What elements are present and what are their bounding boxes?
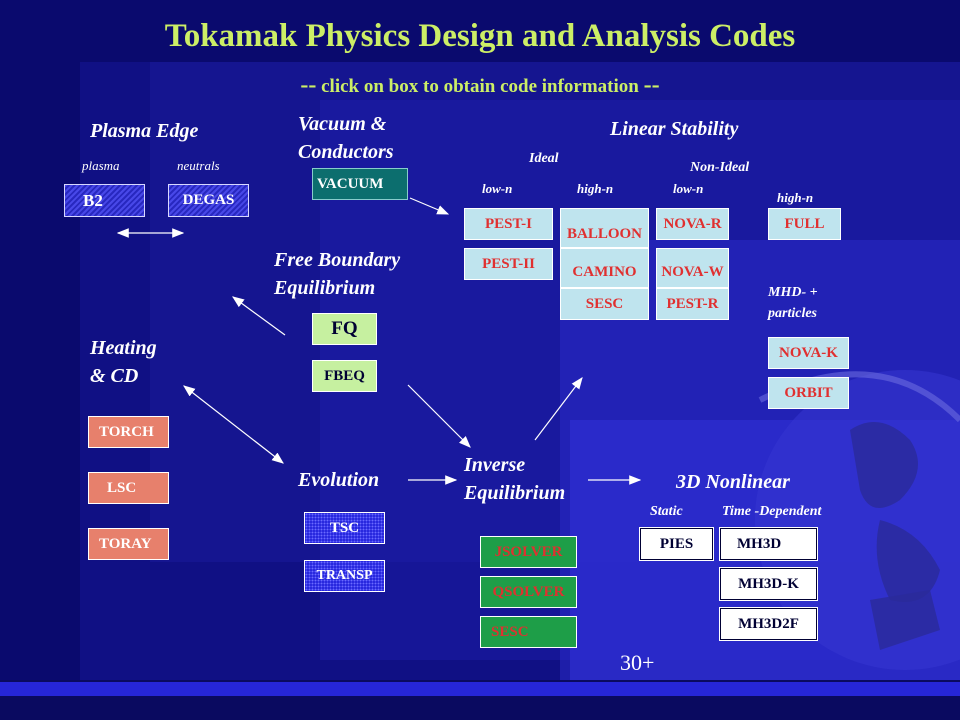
code-box-tsc[interactable]: TSC — [304, 512, 385, 544]
header-linear-stability: Linear Stability — [610, 118, 739, 140]
header-evolution: Evolution — [298, 469, 380, 491]
code-box-sesc-inverse[interactable]: SESC — [480, 616, 577, 648]
subtitle-dash-left: -- — [300, 72, 317, 98]
header-vacuum-line2: Conductors — [298, 141, 394, 163]
header-inverse-line1: Inverse — [464, 454, 526, 476]
code-box-vacuum[interactable]: VACUUM — [312, 168, 408, 200]
code-box-nova-w[interactable]: NOVA-W — [656, 248, 729, 288]
code-box-pest-ii[interactable]: PEST-II — [464, 248, 553, 280]
subheader-nonideal-low-n: low-n — [673, 181, 704, 196]
code-box-jsolver[interactable]: JSOLVER — [480, 536, 577, 568]
subheader-plasma: plasma — [82, 158, 120, 173]
subheader-mhd-particles: MHD- + particles — [768, 282, 818, 324]
header-inverse-equilibrium: Inverse Equilibrium — [464, 451, 565, 507]
code-box-lsc[interactable]: LSC — [88, 472, 169, 504]
subheader-mhd-line2: particles — [768, 306, 817, 321]
arrow-freeboundary-to-inverse — [407, 384, 471, 448]
subtitle-dash-right: -- — [643, 72, 660, 98]
arrow-heating-evolution — [183, 385, 284, 464]
header-plasma-edge: Plasma Edge — [90, 120, 199, 142]
code-box-b2[interactable]: B2 — [64, 184, 145, 217]
arrow-inverse-to-stability — [534, 377, 583, 441]
code-box-fbeq[interactable]: FBEQ — [312, 360, 377, 392]
code-box-degas[interactable]: DEGAS — [168, 184, 249, 217]
code-box-camino[interactable]: CAMINO — [560, 248, 649, 288]
subheader-time-dependent: Time -Dependent — [722, 504, 822, 519]
subheader-non-ideal: Non-Ideal — [690, 160, 750, 175]
code-box-pest-r[interactable]: PEST-R — [656, 288, 729, 320]
header-3d-nonlinear: 3D Nonlinear — [676, 471, 790, 493]
code-box-mh3d-k[interactable]: MH3D-K — [720, 568, 817, 600]
subheader-neutrals: neutrals — [177, 158, 220, 173]
code-box-nova-r[interactable]: NOVA-R — [656, 208, 729, 240]
code-box-mh3d2f[interactable]: MH3D2F — [720, 608, 817, 640]
code-box-nova-k[interactable]: NOVA-K — [768, 337, 849, 369]
slide-title: Tokamak Physics Design and Analysis Code… — [164, 18, 796, 54]
code-box-transp[interactable]: TRANSP — [304, 560, 385, 592]
code-box-pest-i[interactable]: PEST-I — [464, 208, 553, 240]
header-free-boundary: Free Boundary Equilibrium — [274, 246, 400, 302]
slide-subtitle: -- click on box to obtain code informati… — [0, 72, 960, 99]
subheader-static: Static — [650, 504, 683, 519]
header-vacuum-line1: Vacuum & — [298, 113, 387, 135]
arrow-vacuum-to-stability — [409, 197, 450, 215]
header-inverse-line2: Equilibrium — [464, 482, 566, 504]
code-box-qsolver[interactable]: QSOLVER — [480, 576, 577, 608]
code-box-full[interactable]: FULL — [768, 208, 841, 240]
code-box-mh3d[interactable]: MH3D — [720, 528, 817, 560]
header-heating-line1: Heating — [90, 337, 157, 359]
subheader-mhd-line1: MHD- + — [768, 285, 818, 300]
code-box-toray[interactable]: TORAY — [88, 528, 169, 560]
header-free-boundary-line1: Free Boundary — [274, 249, 401, 271]
page-number: 30+ — [620, 650, 655, 675]
code-box-orbit[interactable]: ORBIT — [768, 377, 849, 409]
header-heating-cd: Heating & CD — [90, 334, 157, 390]
subheader-ideal-high-n: high-n — [577, 181, 614, 196]
subheader-ideal: Ideal — [529, 151, 559, 166]
subheader-nonideal-high-n: high-n — [777, 190, 814, 205]
header-heating-line2: & CD — [90, 365, 139, 387]
code-box-balloon[interactable]: BALLOON — [560, 208, 649, 248]
code-box-sesc-stability[interactable]: SESC — [560, 288, 649, 320]
arrow-freeboundary-to-edge — [232, 296, 286, 336]
code-box-pies[interactable]: PIES — [640, 528, 713, 560]
subheader-ideal-low-n: low-n — [482, 181, 513, 196]
code-box-torch[interactable]: TORCH — [88, 416, 169, 448]
subtitle-text: click on box to obtain code information — [321, 76, 639, 97]
header-vacuum-conductors: Vacuum & Conductors — [298, 110, 394, 166]
code-box-fq[interactable]: FQ — [312, 313, 377, 345]
header-free-boundary-line2: Equilibrium — [274, 277, 376, 299]
